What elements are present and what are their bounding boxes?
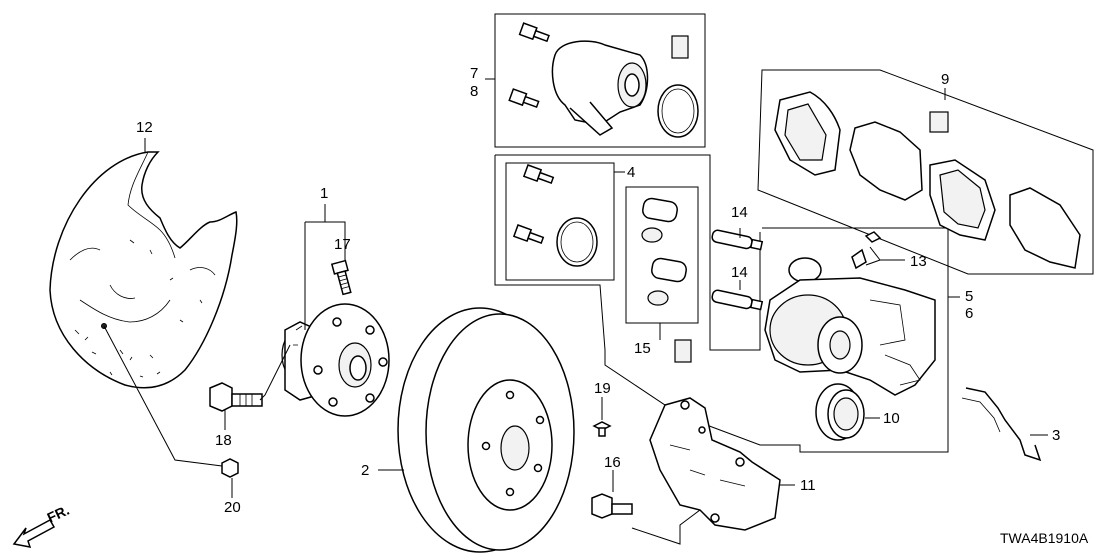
label-4: 4	[627, 164, 635, 181]
seal-kit-outline	[495, 154, 761, 351]
hub-bolt-17	[330, 259, 352, 296]
label-7: 7	[470, 65, 478, 82]
bolt-18	[209, 382, 263, 412]
caliper-guide-pins	[711, 229, 764, 311]
front-direction-indicator: FR.	[12, 502, 72, 548]
label-14b: 14	[731, 264, 748, 281]
label-12: 12	[136, 119, 153, 136]
bolt-20	[221, 458, 239, 478]
callout-labels: 7 8 9 12 4 1 14 17 13 14 5 6 15 19 10 18…	[136, 65, 1060, 516]
label-13: 13	[910, 253, 927, 270]
seal-kit-outline-lower	[494, 155, 949, 453]
label-15: 15	[634, 340, 651, 357]
brake-pads	[774, 91, 1081, 269]
label-9: 9	[941, 71, 949, 88]
brake-rotor	[397, 307, 575, 553]
label-19: 19	[594, 380, 611, 397]
label-18: 18	[215, 432, 232, 449]
label-16: 16	[604, 454, 621, 471]
label-17: 17	[334, 236, 351, 253]
diagram-code: TWA4B1910A	[1000, 530, 1089, 546]
label-10: 10	[883, 410, 900, 427]
label-1: 1	[320, 185, 328, 202]
label-6: 6	[965, 305, 973, 322]
caliper-body	[764, 231, 936, 396]
label-8: 8	[470, 83, 478, 100]
front-direction-label: FR.	[45, 502, 72, 526]
label-14a: 14	[731, 204, 748, 221]
label-5: 5	[965, 288, 973, 305]
item-15-box	[625, 186, 699, 324]
label-20: 20	[224, 499, 241, 516]
brake-pad-set-box	[757, 69, 1094, 275]
spring-clip	[961, 387, 1042, 462]
caliper-pin-boots	[641, 197, 692, 363]
label-11: 11	[800, 477, 816, 494]
bolt-16	[591, 493, 633, 519]
front-arrow-icon	[12, 518, 56, 548]
piston-seal	[815, 383, 865, 441]
hub-bearing-unit	[281, 303, 390, 417]
group-outlines	[494, 13, 1094, 453]
screw-19	[592, 421, 612, 437]
leader-lines	[103, 78, 1048, 545]
caliper-motor-contents	[508, 22, 699, 138]
caliper-motor-kit-box	[494, 13, 706, 148]
label-3: 3	[1052, 427, 1060, 444]
splash-guard	[49, 151, 238, 389]
item-4-box	[505, 162, 615, 281]
seal-kit-contents	[512, 164, 598, 267]
caliper-bracket	[649, 397, 781, 531]
label-2: 2	[361, 462, 369, 479]
